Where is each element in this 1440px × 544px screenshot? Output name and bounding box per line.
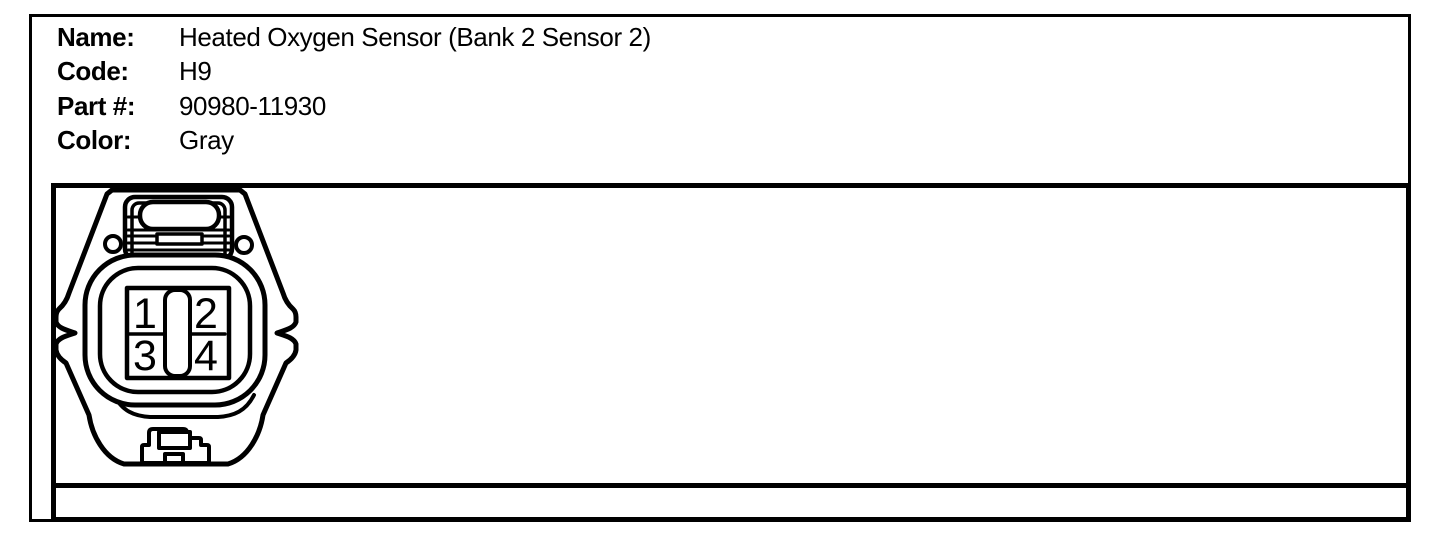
info-row-name: Name: Heated Oxygen Sensor (Bank 2 Senso… xyxy=(57,20,651,55)
code-label: Code: xyxy=(57,56,129,87)
pin-2-label: 2 xyxy=(194,290,218,338)
connector-diagram: 1 2 3 4 xyxy=(53,187,299,467)
lock-tab-inner-rect xyxy=(157,430,192,450)
code-value: H9 xyxy=(179,56,212,87)
name-label: Name: xyxy=(57,21,135,52)
latch-center-rect xyxy=(155,232,204,246)
name-value: Heated Oxygen Sensor (Bank 2 Sensor 2) xyxy=(179,21,651,52)
pin-1-label: 1 xyxy=(133,290,157,338)
top-latch xyxy=(122,194,235,263)
housing-bell-line xyxy=(112,393,256,419)
info-row-color: Color: Gray xyxy=(57,124,651,159)
connector-info-header: Name: Heated Oxygen Sensor (Bank 2 Senso… xyxy=(57,20,651,158)
left-hole xyxy=(103,234,123,254)
color-label: Color: xyxy=(57,125,132,156)
pin-4-label: 4 xyxy=(194,332,218,380)
part-number-value: 90980-11930 xyxy=(179,90,326,121)
part-number-label: Part #: xyxy=(57,90,136,121)
latch-pill xyxy=(137,199,222,232)
center-key-rib xyxy=(163,288,192,378)
empty-bottom-row xyxy=(56,488,1406,517)
pin-block: 1 2 3 4 xyxy=(124,285,232,381)
info-row-code: Code: H9 xyxy=(57,55,651,90)
diagram-cell xyxy=(56,188,1406,488)
lock-tab-notch xyxy=(163,452,185,465)
right-hole xyxy=(234,235,254,255)
pin-3-label: 3 xyxy=(133,332,157,380)
info-row-part: Part #: 90980-11930 xyxy=(57,89,651,124)
bottom-lock-tab xyxy=(140,427,211,465)
color-value: Gray xyxy=(179,125,234,156)
